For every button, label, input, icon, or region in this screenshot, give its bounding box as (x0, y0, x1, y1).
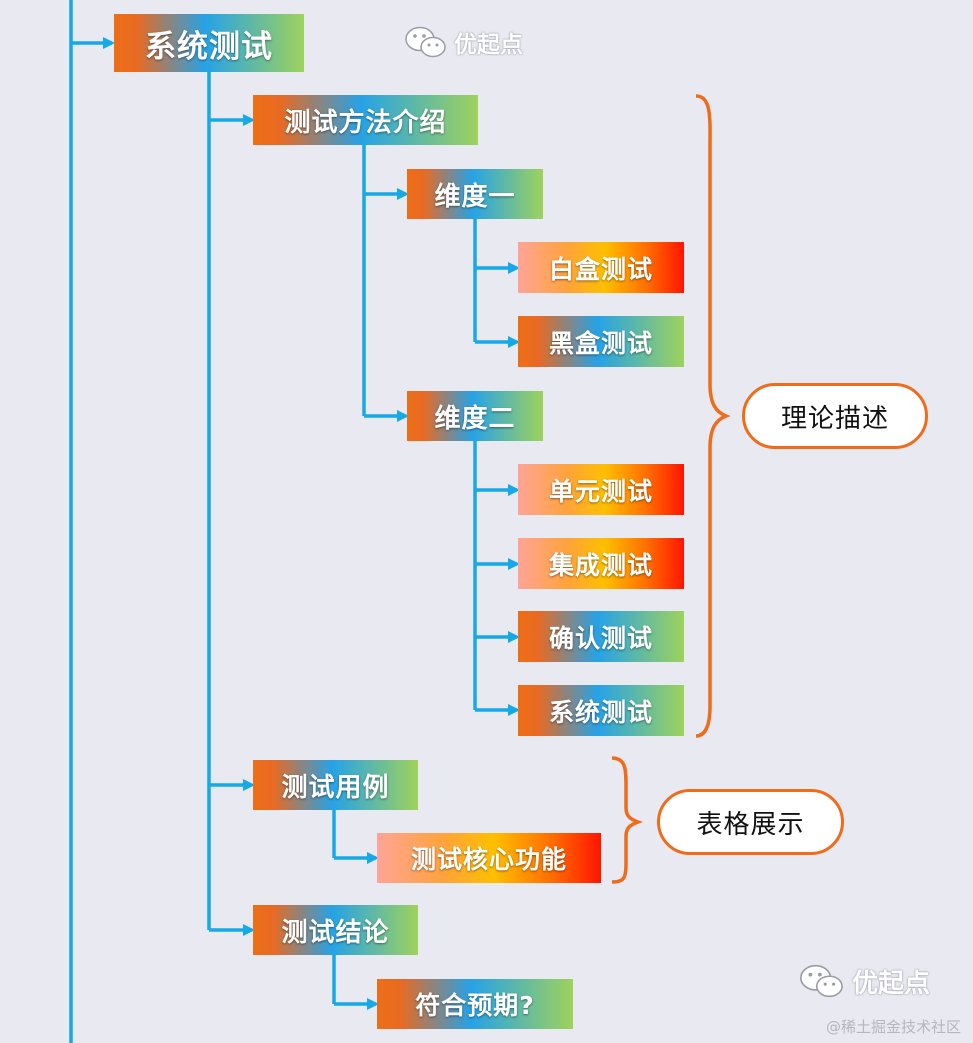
node-dim2: 维度二 (407, 391, 543, 441)
wechat-icon (405, 26, 446, 58)
node-integration: 集成测试 (518, 538, 684, 589)
node-dim1: 维度一 (407, 169, 543, 219)
callout-theory: 理论描述 (742, 383, 928, 449)
site-credit: @稀土掘金技术社区 (825, 1018, 961, 1036)
node-core-func: 测试核心功能 (377, 833, 601, 883)
node-conclusion: 测试结论 (253, 905, 418, 955)
node-methods: 测试方法介绍 (253, 95, 478, 145)
node-root: 系统测试 (114, 14, 304, 72)
watermark-top: 优起点 (404, 24, 523, 60)
wechat-icon (800, 964, 843, 998)
callout-table: 表格展示 (657, 789, 844, 855)
node-system: 系统测试 (518, 685, 684, 736)
node-cases: 测试用例 (253, 760, 418, 810)
node-expected: 符合预期? (377, 979, 573, 1029)
node-blackbox: 黑盒测试 (518, 316, 684, 367)
node-acceptance: 确认测试 (518, 611, 684, 662)
brace-theory (695, 94, 731, 738)
brace-table (611, 756, 643, 884)
node-whitebox: 白盒测试 (518, 242, 684, 293)
node-unit: 单元测试 (518, 464, 684, 515)
watermark-brand: 优起点 (852, 968, 931, 999)
watermark-bottom: 优起点 (798, 962, 930, 1000)
watermark-brand: 优起点 (454, 32, 523, 58)
